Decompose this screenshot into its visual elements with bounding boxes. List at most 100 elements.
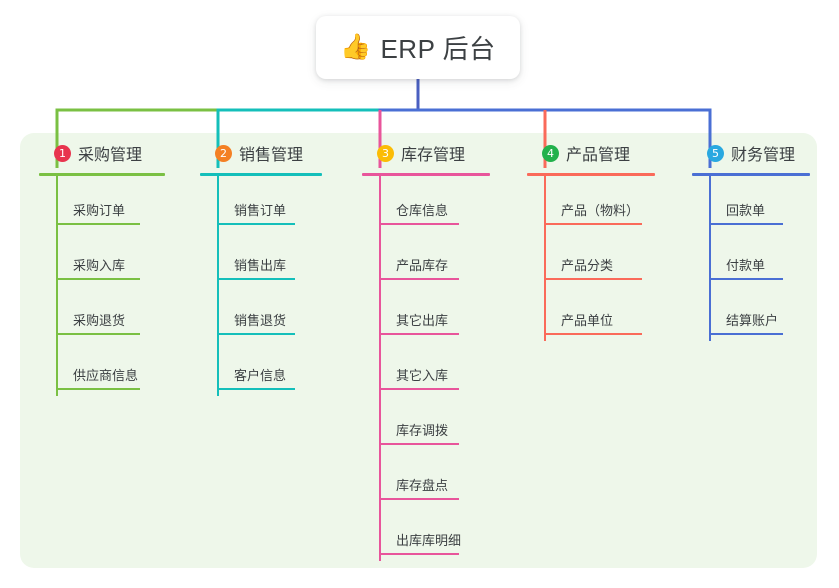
branch-item-label: 销售退货 bbox=[234, 313, 287, 328]
branch-item-rule bbox=[56, 333, 140, 335]
branch-item[interactable]: 库存调拨 bbox=[360, 396, 488, 451]
branch-item-rule bbox=[544, 278, 642, 280]
branch-item-rule bbox=[544, 223, 642, 225]
branch-header-3[interactable]: 3 库存管理 bbox=[360, 133, 488, 173]
branch-item-label: 仓库信息 bbox=[396, 203, 449, 218]
branch-item-rule bbox=[217, 388, 295, 390]
branch-item-label: 其它出库 bbox=[396, 313, 449, 328]
branch-column-2[interactable]: 2 销售管理销售订单销售出库销售退货客户信息 bbox=[198, 133, 322, 396]
branch-item[interactable]: 回款单 bbox=[690, 176, 808, 231]
branch-item-label: 付款单 bbox=[726, 258, 766, 273]
branch-item-label: 回款单 bbox=[726, 203, 766, 218]
branch-header-rule bbox=[200, 173, 322, 176]
branch-header-rule bbox=[527, 173, 655, 176]
branch-item-rule bbox=[709, 333, 783, 335]
branch-spine-line bbox=[544, 176, 546, 341]
branch-item-list: 仓库信息产品库存其它出库其它入库库存调拨库存盘点出库库明细 bbox=[360, 176, 488, 561]
branch-item[interactable]: 产品（物料） bbox=[525, 176, 653, 231]
branch-item-rule bbox=[379, 498, 459, 500]
branch-item[interactable]: 产品库存 bbox=[360, 231, 488, 286]
branch-item-label: 产品库存 bbox=[396, 258, 449, 273]
branch-item-rule bbox=[379, 223, 459, 225]
branch-item-label: 结算账户 bbox=[726, 313, 779, 328]
branch-item[interactable]: 产品单位 bbox=[525, 286, 653, 341]
branch-item-rule bbox=[379, 333, 459, 335]
branch-number-badge: 4 bbox=[542, 144, 559, 162]
branch-item-rule bbox=[709, 223, 783, 225]
branch-header-rule bbox=[362, 173, 490, 176]
branch-item[interactable]: 仓库信息 bbox=[360, 176, 488, 231]
branch-item-label: 供应商信息 bbox=[73, 368, 139, 383]
branch-item-label: 产品单位 bbox=[561, 313, 614, 328]
branch-item-label: 出库库明细 bbox=[396, 533, 462, 548]
branch-item-rule bbox=[56, 388, 140, 390]
branch-item-rule bbox=[217, 223, 295, 225]
branch-header-2[interactable]: 2 销售管理 bbox=[198, 133, 320, 173]
branch-title: 销售管理 bbox=[239, 147, 304, 164]
branch-item-rule bbox=[217, 333, 295, 335]
branch-number-badge: 5 bbox=[707, 144, 724, 162]
branch-item[interactable]: 供应商信息 bbox=[37, 341, 165, 396]
branch-item[interactable]: 客户信息 bbox=[198, 341, 320, 396]
branch-column-3[interactable]: 3 库存管理仓库信息产品库存其它出库其它入库库存调拨库存盘点出库库明细 bbox=[360, 133, 490, 561]
branch-item[interactable]: 采购订单 bbox=[37, 176, 165, 231]
branch-item[interactable]: 销售出库 bbox=[198, 231, 320, 286]
branch-item-rule bbox=[56, 278, 140, 280]
branch-header-rule bbox=[39, 173, 165, 176]
branch-item[interactable]: 采购退货 bbox=[37, 286, 165, 341]
branch-item-list: 产品（物料） 产品分类产品单位 bbox=[525, 176, 653, 341]
branch-item-rule bbox=[379, 553, 459, 555]
branch-item-list: 销售订单销售出库销售退货客户信息 bbox=[198, 176, 320, 396]
branch-item-label: 产品（物料） bbox=[561, 203, 640, 218]
branch-title: 产品管理 bbox=[566, 147, 631, 164]
root-node: 👍 ERP 后台 bbox=[316, 16, 520, 79]
branch-item[interactable]: 销售退货 bbox=[198, 286, 320, 341]
branch-item-label: 销售订单 bbox=[234, 203, 287, 218]
branch-title: 库存管理 bbox=[401, 147, 466, 164]
branch-number-badge: 3 bbox=[377, 144, 394, 162]
branch-item-rule bbox=[379, 278, 459, 280]
branch-item-rule bbox=[379, 443, 459, 445]
branch-item-label: 其它入库 bbox=[396, 368, 449, 383]
branch-item-rule bbox=[217, 278, 295, 280]
branch-spine-line bbox=[217, 176, 219, 396]
branch-item[interactable]: 产品分类 bbox=[525, 231, 653, 286]
branch-item[interactable]: 其它入库 bbox=[360, 341, 488, 396]
branch-spine-line bbox=[56, 176, 58, 396]
branch-item[interactable]: 其它出库 bbox=[360, 286, 488, 341]
branch-item-label: 采购订单 bbox=[73, 203, 126, 218]
branch-column-1[interactable]: 1 采购管理采购订单采购入库采购退货供应商信息 bbox=[37, 133, 165, 396]
branch-number-badge: 1 bbox=[54, 144, 71, 162]
branch-title: 财务管理 bbox=[731, 147, 796, 164]
branch-column-5[interactable]: 5 财务管理回款单付款单结算账户 bbox=[690, 133, 810, 341]
branch-header-4[interactable]: 4 产品管理 bbox=[525, 133, 653, 173]
branch-item-rule bbox=[544, 333, 642, 335]
branch-item[interactable]: 出库库明细 bbox=[360, 506, 488, 561]
branch-columns: 1 采购管理采购订单采购入库采购退货供应商信息 2 销售管理销售订单销售出库销售退货客… bbox=[20, 133, 817, 568]
branch-header-5[interactable]: 5 财务管理 bbox=[690, 133, 808, 173]
branch-item-label: 销售出库 bbox=[234, 258, 287, 273]
branch-item[interactable]: 库存盘点 bbox=[360, 451, 488, 506]
branch-item-list: 采购订单采购入库采购退货供应商信息 bbox=[37, 176, 165, 396]
branch-item[interactable]: 采购入库 bbox=[37, 231, 165, 286]
branch-column-4[interactable]: 4 产品管理产品（物料） 产品分类产品单位 bbox=[525, 133, 655, 341]
branch-item-label: 采购退货 bbox=[73, 313, 126, 328]
branch-spine-line bbox=[379, 176, 381, 561]
branch-item[interactable]: 结算账户 bbox=[690, 286, 808, 341]
branch-title: 采购管理 bbox=[78, 147, 143, 164]
branch-item-label: 采购入库 bbox=[73, 258, 126, 273]
branch-item[interactable]: 付款单 bbox=[690, 231, 808, 286]
branch-number-badge: 2 bbox=[215, 144, 232, 162]
branch-item-list: 回款单付款单结算账户 bbox=[690, 176, 808, 341]
branch-item-rule bbox=[709, 278, 783, 280]
branch-item-label: 产品分类 bbox=[561, 258, 614, 273]
root-node-label: ERP 后台 bbox=[380, 34, 496, 64]
branch-spine-line bbox=[709, 176, 711, 341]
branch-item[interactable]: 销售订单 bbox=[198, 176, 320, 231]
branch-item-label: 客户信息 bbox=[234, 368, 287, 383]
branch-item-label: 库存调拨 bbox=[396, 423, 449, 438]
branch-item-label: 库存盘点 bbox=[396, 478, 449, 493]
branch-header-1[interactable]: 1 采购管理 bbox=[37, 133, 165, 173]
thumbs-up-icon: 👍 bbox=[340, 33, 372, 61]
